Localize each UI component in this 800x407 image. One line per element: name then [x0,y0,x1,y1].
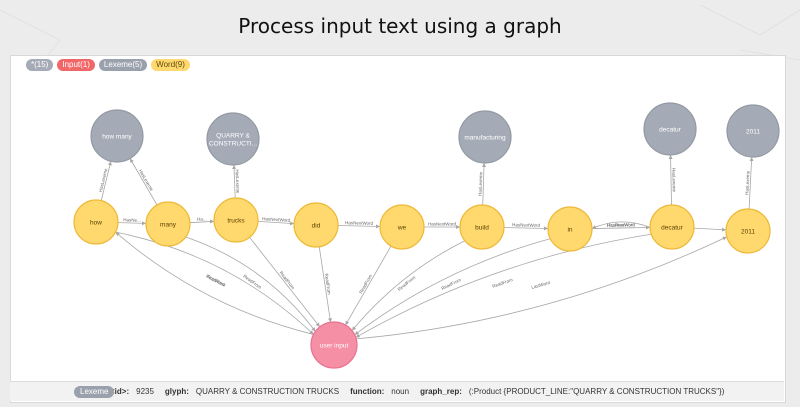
read-from-edge-5-label: ReadFrom [358,273,373,294]
word-node-2011[interactable]: 2011 [725,208,771,254]
prev-word-edge-label: HasPrevWord [607,222,636,228]
has-lexeme-edge-5-label: HasLexeme [671,168,676,193]
has-lexeme-edge-6-label: HasLexeme [744,170,750,195]
word-node-how[interactable]: how [73,199,119,245]
next-word-edge-3[interactable] [257,220,295,226]
read-from-edge-2[interactable] [185,236,316,332]
next-word-edge-1[interactable] [117,221,147,226]
word-node-in-label: in [567,227,572,234]
next-word-edge-1-label: HasNe... [123,217,141,222]
read-from-edge-3-label: ReadFrom [279,270,296,290]
lexeme-node-3-label: manufacturing [464,135,506,142]
word-node-decatur-label: decatur [661,225,684,232]
next-word-edge-6-label: HasNextWord [512,222,541,228]
next-word-edge-7-label: HasNextWord [607,222,636,228]
lexeme-node-5-label: 2011 [746,129,760,136]
slide-title: Process input text using a graph [238,14,562,38]
word-node-trucks-label: trucks [227,218,245,225]
prev-word-edge[interactable] [591,221,651,229]
last-word-edge-label: LastWord [531,280,551,290]
next-word-edge-8[interactable] [693,227,727,232]
lexeme-node-2[interactable]: QUARRY &CONSTRUCTI... [206,112,260,166]
nodes-layer: how many QUARRY &CONSTRUCTI... manufacturi… [73,102,780,369]
lexeme-node-1[interactable]: how many [90,109,144,163]
lexeme-node-4-label: decatur [659,127,682,134]
lexeme-node-1-label: how many [102,134,132,141]
next-word-edge-4[interactable] [337,224,381,229]
status-graphrep-value: (:Product {PRODUCT_LINE:"QUARRY & CONSTR… [468,387,725,396]
has-lexeme-edge-5[interactable] [668,154,673,206]
status-graphrep-key: graph_rep: [420,387,462,396]
legend-all-pill[interactable]: *(15) [26,59,54,71]
read-from-edge-3[interactable] [249,237,321,328]
has-lexeme-edge-3[interactable] [232,164,237,199]
word-node-we-label: we [397,225,407,232]
first-word-edge-label: FirstWord [206,274,226,288]
read-from-edge-5[interactable] [345,245,392,326]
read-from-edge-1[interactable] [115,231,314,335]
lexeme-node-2-label: QUARRY & [216,133,250,140]
has-lexeme-edge-4[interactable] [482,162,486,206]
next-word-edge-6[interactable] [503,226,549,231]
user-input-node-label: user input [320,343,349,350]
read-from-edge-4[interactable] [318,246,332,323]
word-node-decatur[interactable]: decatur [649,204,695,250]
word-node-how-label: how [90,220,102,227]
next-word-edge-3-label: HasNextWord [262,216,291,223]
has-lexeme-edge-3-label: HasLexeme [235,169,241,194]
status-function-key: function: [350,387,385,396]
status-glyph-value: QUARRY & CONSTRUCTION TRUCKS [195,387,340,396]
has-lexeme-edge-4-label: HasLexeme [478,171,484,196]
status-type-pill[interactable]: Lexeme [74,386,115,398]
status-id-key: <id>: [110,387,130,396]
word-node-did-label: did [312,223,321,230]
word-node-in[interactable]: in [547,206,593,252]
next-word-edge-5-label: HasNextWord [428,222,456,227]
has-lexeme-edge-6[interactable] [748,156,754,210]
next-word-edge-7[interactable] [591,225,651,230]
has-lexeme-edge-1[interactable] [100,161,112,201]
word-node-2011-label: 2011 [741,229,755,236]
selection-status-bar: Lexeme <id>: 9235 glyph: QUARRY & CONSTR… [10,381,784,401]
has-lexeme-edge-2[interactable] [129,158,158,206]
has-lexeme-edge-2-label: HasLexeme [138,169,155,193]
next-word-edge-2[interactable] [189,219,215,224]
legend-word-pill[interactable]: Word(9) [151,59,190,71]
read-from-edge-4-label: ReadFrom [324,273,332,295]
read-from-edge-8-label: ReadFrom [492,277,514,289]
status-function-value: noun [391,387,410,396]
next-word-edge-2-label: Ha... [197,216,207,222]
word-node-did[interactable]: did [293,202,339,248]
legend-input-pill[interactable]: Input(1) [57,59,95,71]
user-input-node[interactable]: user input [310,321,358,369]
node-legend: *(15) Input(1) Lexeme(5) Word(9) [26,59,190,71]
read-from-edge-8[interactable] [355,233,652,338]
next-word-edge-4-label: HasNextWord [345,220,374,226]
edges-layer: HasLexeme HasLexeme HasLexeme HasLexeme HasL… [98,154,754,340]
has-lexeme-edge-1-label: HasLexeme [98,167,109,192]
word-node-we[interactable]: we [379,204,425,250]
status-id-value: 9235 [136,387,154,396]
first-word-edge[interactable] [115,231,314,335]
last-word-edge[interactable] [356,236,727,340]
lexeme-node-2-label: CONSTRUCTI... [209,141,257,148]
read-from-edge-6[interactable] [351,240,465,331]
word-node-build[interactable]: build [459,204,505,250]
read-from-edge-7[interactable] [354,238,551,336]
lexeme-node-4[interactable]: decatur [643,102,697,156]
word-node-many[interactable]: many [145,201,191,247]
word-node-many-label: many [160,222,177,229]
lexeme-node-5[interactable]: 2011 [726,104,780,158]
word-node-build-label: build [475,225,489,232]
legend-lexeme-pill[interactable]: Lexeme(5) [98,59,148,71]
lexeme-node-3[interactable]: manufacturing [458,110,512,164]
status-glyph-key: glyph: [164,387,189,396]
word-node-trucks[interactable]: trucks [213,197,259,243]
